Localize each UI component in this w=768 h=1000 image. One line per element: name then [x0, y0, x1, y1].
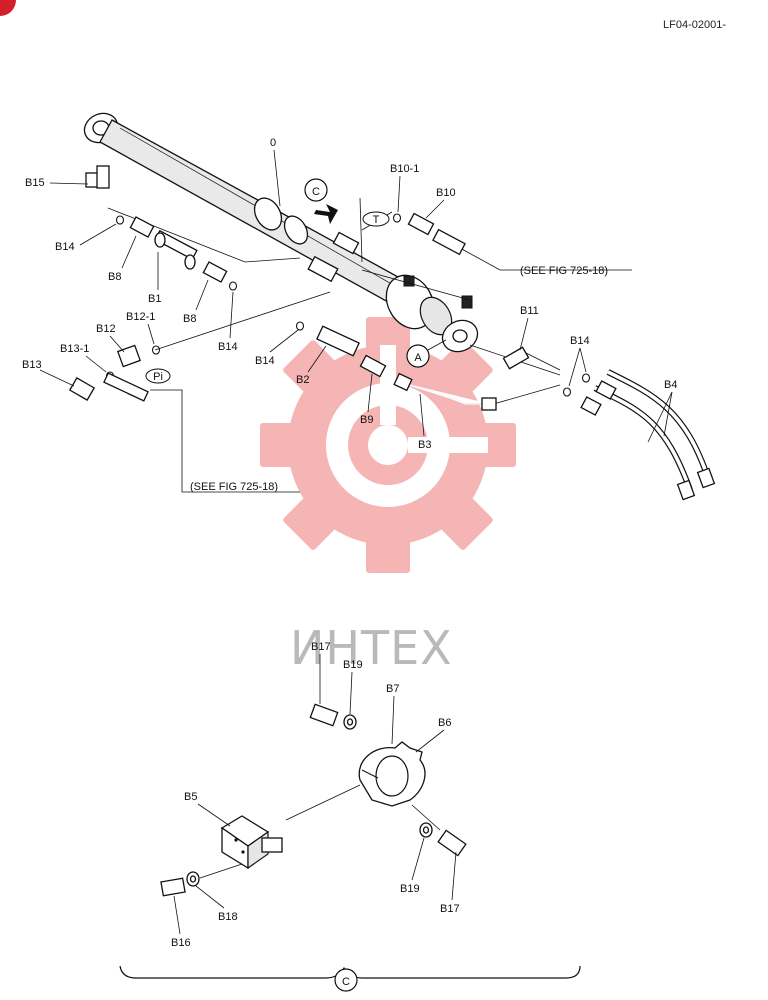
tag-pi: Pi [145, 368, 171, 384]
b11-fitting [502, 346, 530, 370]
label-b12-1: B12-1 [126, 311, 155, 323]
label-b6: B6 [438, 717, 451, 729]
label-b13-1: B13-1 [60, 343, 89, 355]
corner-mark [0, 0, 16, 16]
b3-pipe [393, 372, 497, 411]
detail-c-clamp-assembly [160, 703, 467, 897]
b10-1-o-ring [392, 213, 402, 223]
label-b10: B10 [436, 187, 456, 199]
label-b19: B19 [343, 659, 363, 671]
label-b10-1: B10-1 [390, 163, 419, 175]
label-b11: B11 [520, 305, 539, 317]
svg-text:A: A [414, 352, 422, 364]
callout-a: A [406, 344, 430, 368]
label-b13: B13 [22, 359, 42, 371]
label-b15: B15 [25, 177, 45, 189]
view-arrow [314, 204, 338, 224]
label-b4: B4 [664, 379, 677, 391]
detail-c-brace [119, 965, 581, 979]
label-cylinder: 0 [270, 137, 276, 149]
b14-o-ring [581, 373, 591, 383]
label-b8: B8 [108, 271, 121, 283]
b15-elbow-fitting [85, 165, 110, 189]
svg-text:C: C [312, 186, 320, 198]
label-b12: B12 [96, 323, 116, 335]
label-b17: B17 [311, 641, 331, 653]
label-b8: B8 [183, 313, 196, 325]
see-fig-reference-left: (SEE FIG 725-18) [190, 481, 278, 493]
label-b9: B9 [360, 414, 373, 426]
svg-text:T: T [373, 214, 380, 226]
callout-c-bottom: C [334, 968, 358, 992]
b13-fitting [68, 372, 149, 402]
label-b14: B14 [255, 355, 275, 367]
callout-c-top: C [304, 178, 328, 202]
label-b14: B14 [218, 341, 238, 353]
b14-o-ring [295, 321, 305, 331]
b14-o-ring [115, 215, 125, 225]
see-fig-reference-top: (SEE FIG 725-18) [520, 265, 608, 277]
label-b16: B16 [171, 937, 191, 949]
tag-t: T [362, 211, 390, 227]
label-b14: B14 [570, 335, 590, 347]
svg-text:C: C [342, 976, 350, 988]
b8-connector [129, 216, 228, 283]
part-labels: 0 B15 B14 B8 B1 B8 B14 B12 B12-1 B13-1 B… [22, 137, 677, 949]
b14-o-ring [562, 387, 572, 397]
b14-o-ring [228, 281, 238, 291]
label-b5: B5 [184, 791, 197, 803]
watermark-gear-logo [260, 317, 516, 573]
label-b2: B2 [296, 374, 309, 386]
b12-adaptor [116, 344, 142, 368]
document-number: LF04-02001- [663, 19, 726, 31]
b2-connector [316, 325, 360, 357]
b1-tube [154, 229, 198, 270]
b10-fitting [407, 212, 466, 256]
b9-connector [359, 354, 387, 378]
label-b17: B17 [440, 903, 460, 915]
svg-text:Pi: Pi [153, 371, 163, 383]
label-b7: B7 [386, 683, 399, 695]
b4-hoses [580, 369, 716, 501]
watermark-text: ИНТЕХ [290, 621, 453, 675]
cylinder-assembly [83, 112, 479, 353]
label-b18: B18 [218, 911, 238, 923]
label-b1: B1 [148, 293, 161, 305]
label-b14: B14 [55, 241, 75, 253]
b12-1-o-ring [151, 345, 161, 355]
label-b19: B19 [400, 883, 420, 895]
label-b3: B3 [418, 439, 431, 451]
